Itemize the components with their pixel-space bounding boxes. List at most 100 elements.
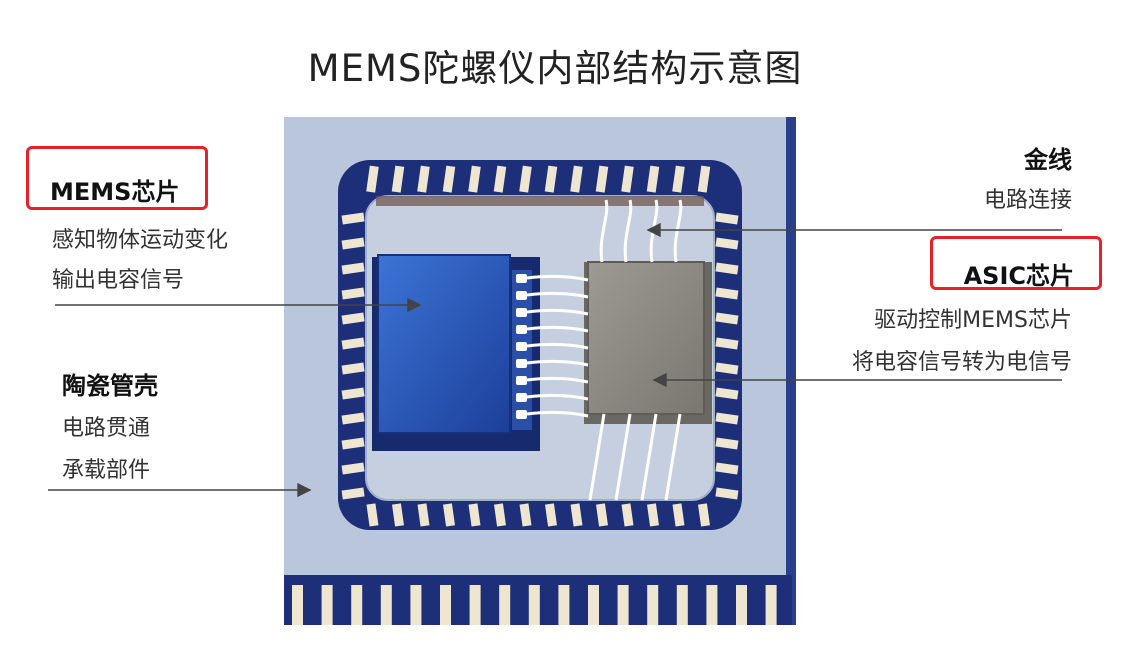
asic-chip-desc-1: 驱动控制MEMS芯片 (874, 308, 1072, 333)
ring-pad (366, 503, 379, 527)
ring-pad (341, 387, 365, 400)
ring-pad (341, 262, 365, 275)
lead-pin (588, 585, 599, 625)
mems-die (377, 254, 511, 434)
lead-pin (380, 585, 392, 625)
ring-pad (341, 287, 365, 300)
gold-wire-desc-1: 电路连接 (983, 188, 1072, 213)
ring-pads (341, 165, 739, 527)
mems-bond-pad (516, 359, 527, 368)
ring-pad (698, 503, 710, 527)
bond-wire (526, 291, 589, 299)
ring-pad (715, 262, 739, 275)
ring-pad (715, 412, 739, 425)
ring-pad (341, 437, 365, 450)
ring-pad (715, 437, 739, 450)
lead-pin (440, 585, 451, 625)
ring-pad (545, 503, 557, 527)
bond-wire (526, 393, 589, 401)
ring-pad (468, 503, 481, 527)
asic-chip-title: ASIC芯片 (963, 262, 1074, 290)
ring-pad (715, 312, 739, 325)
cavity-top-shadow (376, 196, 704, 206)
ring-pad (621, 165, 634, 193)
package-right-edge (786, 117, 796, 625)
lead-pin (321, 585, 333, 625)
bond-wire (673, 199, 683, 263)
ring-pad (341, 462, 365, 475)
bond-wire (526, 410, 589, 418)
mems-bond-pad (516, 342, 527, 351)
lead-pin (736, 585, 747, 625)
ring-pad (596, 503, 608, 527)
lead-pin (676, 585, 688, 625)
ring-pad (468, 165, 481, 193)
ring-pad (341, 487, 365, 500)
bond-wire (526, 342, 589, 350)
mems-chip-desc-2: 输出电容信号 (52, 268, 185, 293)
mems-bond-pads (516, 274, 527, 419)
gold-wire-title: 金线 (1024, 146, 1072, 174)
bond-wire (526, 308, 589, 316)
bond-wire (664, 413, 682, 501)
ring-pad (570, 165, 583, 193)
ring-pad (544, 165, 558, 193)
ring-pad (391, 165, 405, 193)
ring-pad (672, 165, 685, 193)
bond-wire (614, 413, 632, 501)
ring-pad (341, 237, 365, 250)
mems-chip-desc-1: 感知物体运动变化 (52, 228, 229, 253)
bond-wire (526, 359, 589, 367)
ring-pad (366, 165, 379, 193)
mems-bond-pad (516, 410, 527, 419)
goldwire-arrow-head (646, 222, 661, 238)
ring-pad (715, 337, 739, 350)
bond-wire (640, 413, 658, 501)
asic-chip-desc-2: 将电容信号转为电信号 (851, 350, 1072, 375)
ring-pad (392, 503, 404, 527)
lead-pin (499, 585, 511, 625)
bond-wire (588, 413, 606, 501)
ring-pad (341, 362, 365, 375)
mems-arrow-head (407, 297, 422, 313)
mems-bond-pad (516, 274, 527, 283)
ring-pad (494, 503, 506, 527)
bottom-lead-pins (284, 575, 792, 625)
ring-pad (417, 503, 430, 527)
mems-chip-title: MEMS芯片 (50, 178, 180, 206)
lead-pin (292, 585, 303, 625)
bond-wire (526, 376, 589, 384)
ceramic-shell-title: 陶瓷管壳 (62, 372, 158, 400)
mems-highlight-box (26, 146, 208, 210)
lead-pin (647, 585, 659, 625)
lead-pin (706, 585, 718, 625)
bond-wires (526, 199, 683, 501)
bond-wire (599, 199, 609, 263)
ring-pad (715, 212, 739, 225)
bond-wire (526, 274, 589, 282)
ring-pad (715, 237, 739, 250)
ring-pad (443, 503, 455, 527)
ring-pad (715, 487, 739, 500)
ring-pad (442, 165, 456, 193)
ring-pad (715, 362, 739, 375)
ring-pad (519, 165, 532, 193)
lead-pin (351, 585, 363, 625)
ring-pad (672, 503, 685, 527)
mems-bond-pad (516, 291, 527, 300)
ring-pad (697, 165, 711, 193)
mems-bond-pad (516, 325, 527, 334)
ring-pad (647, 503, 659, 527)
lead-pin (410, 585, 422, 625)
mems-bond-pad (516, 308, 527, 317)
ring-pad (341, 212, 365, 225)
ring-pad (715, 287, 739, 300)
lead-pin (528, 585, 540, 625)
mems-bond-pad (516, 393, 527, 402)
ring-pad (341, 337, 365, 350)
ring-pad (417, 165, 430, 193)
diagram-title: MEMS陀螺仪内部结构示意图 (307, 47, 803, 90)
lead-pin (765, 585, 777, 625)
bond-wire (526, 325, 589, 333)
